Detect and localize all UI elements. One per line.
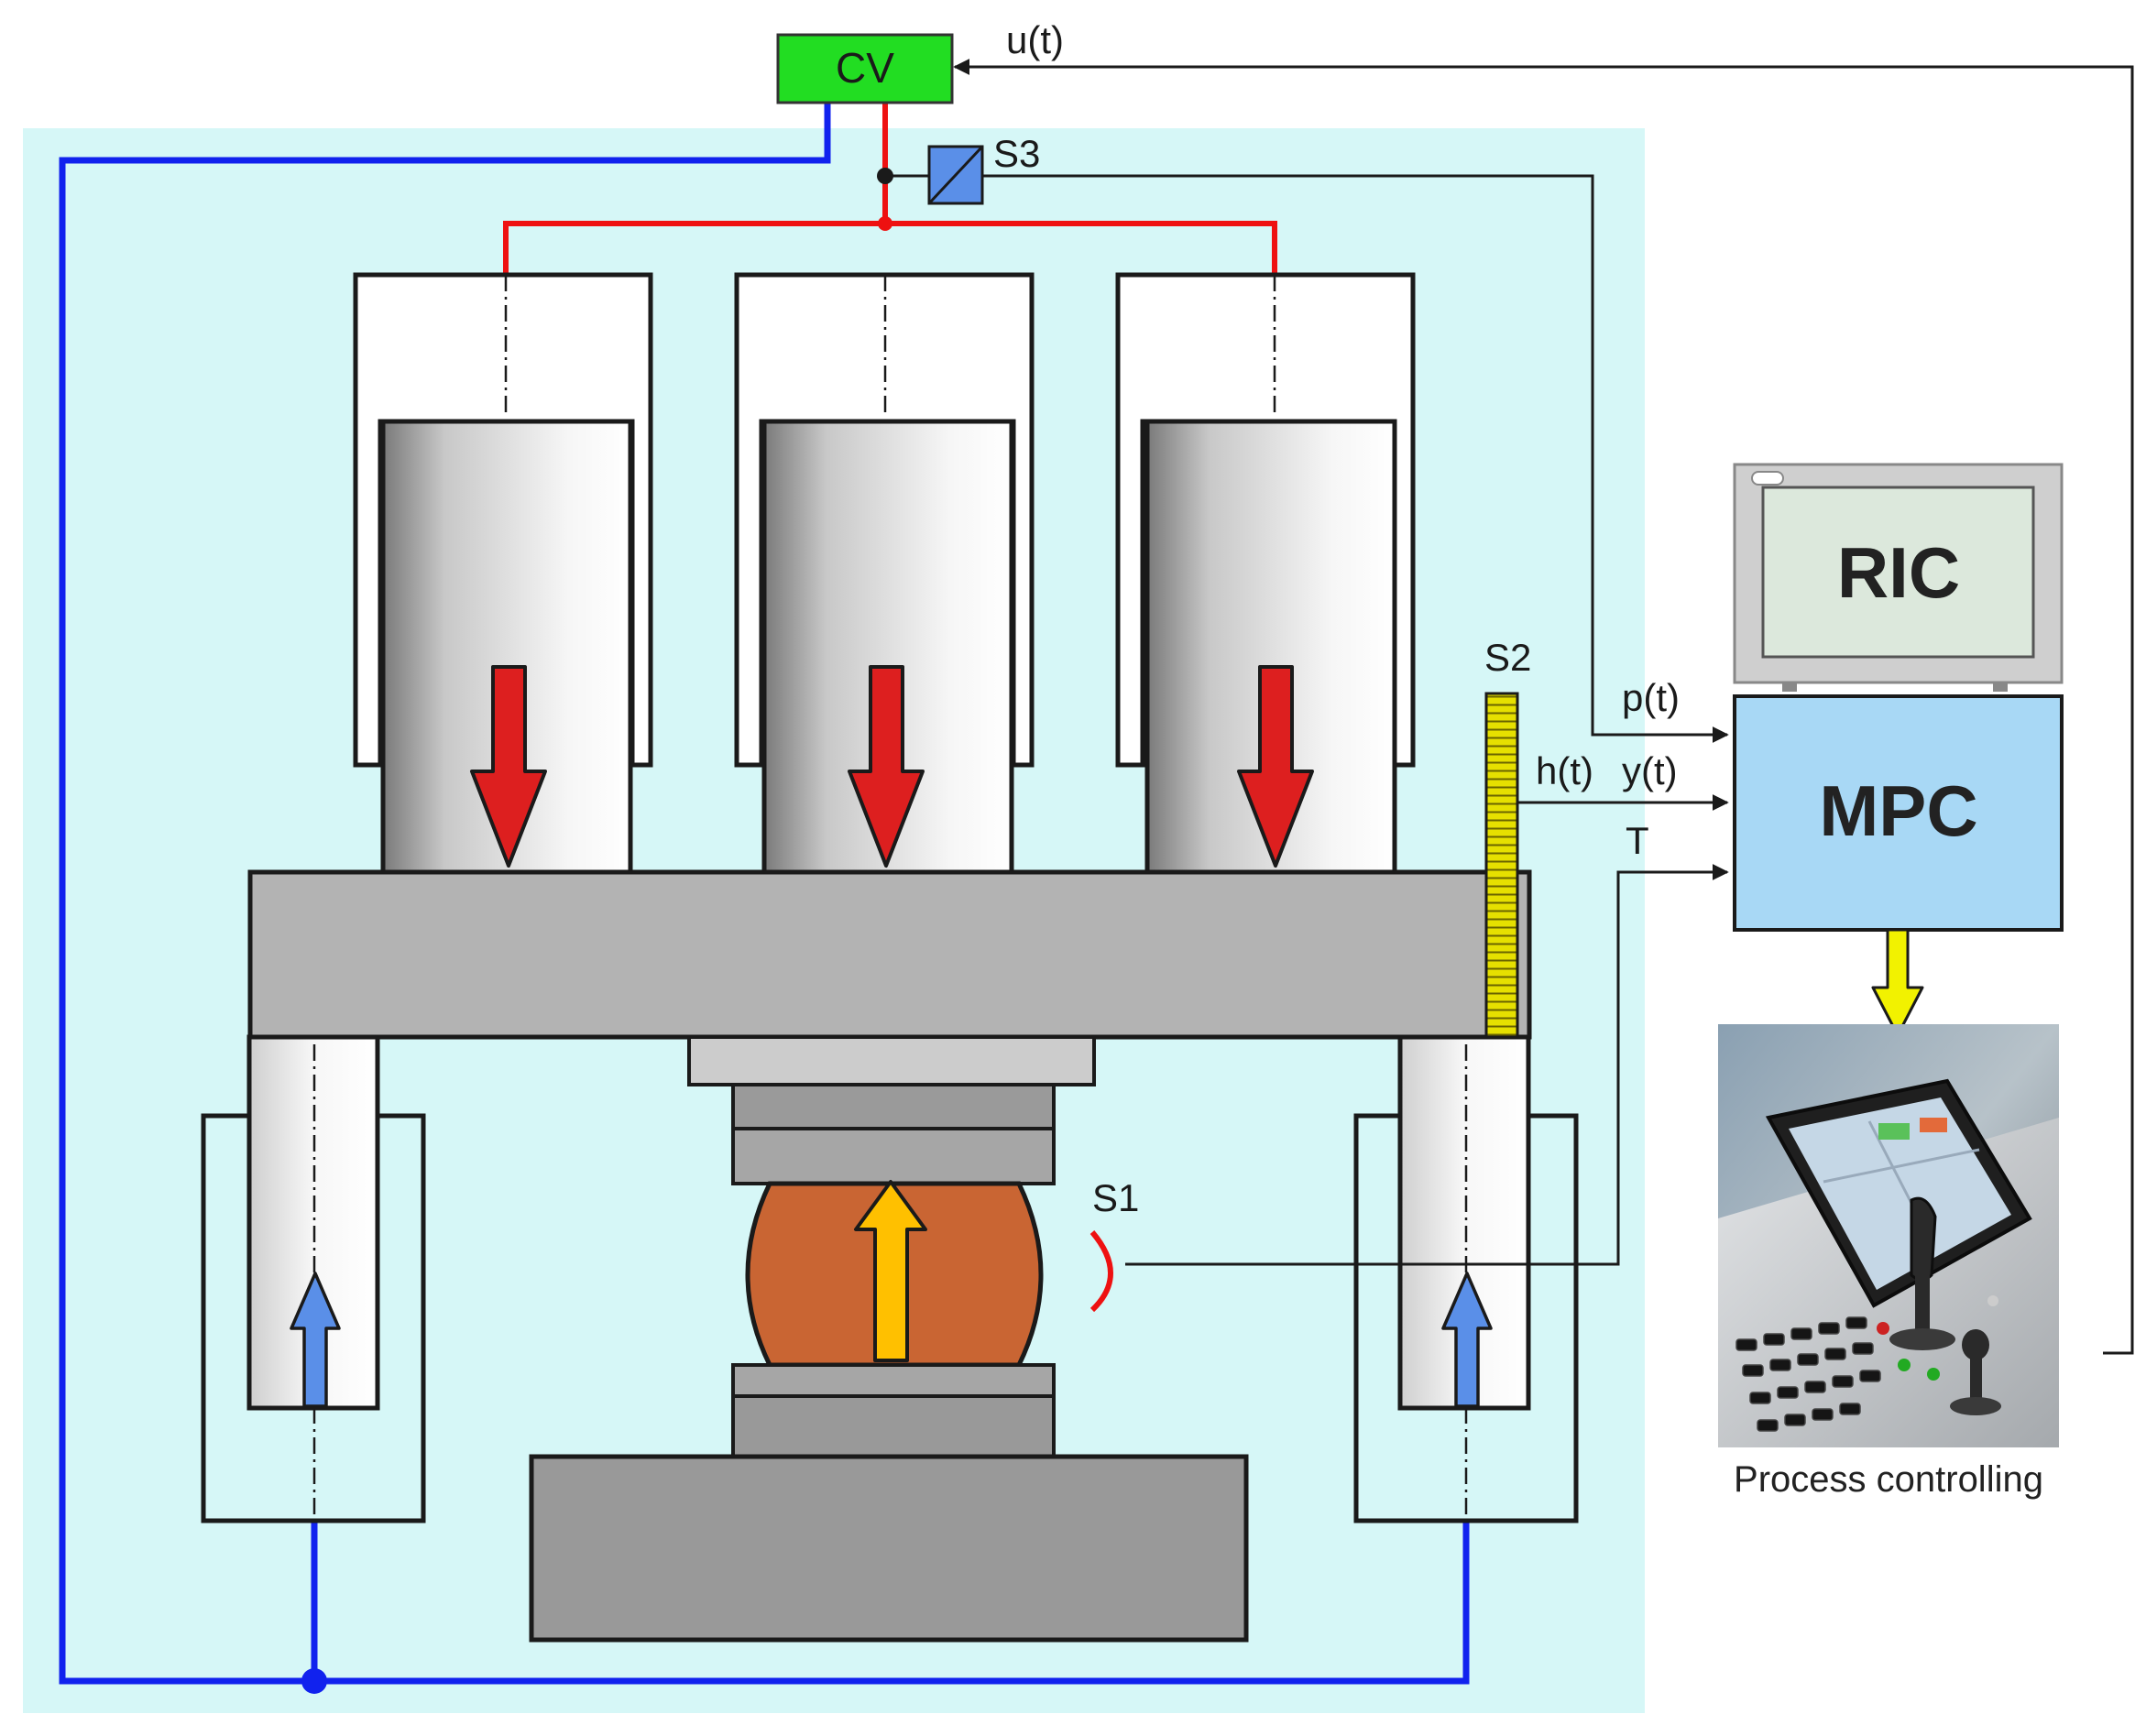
upper-die-block (731, 1083, 1056, 1130)
forming-force-up-arrow (854, 1180, 927, 1362)
signal-h-label: h(t) (1536, 749, 1593, 792)
signal-u-line (953, 59, 2134, 1355)
ric-label: RIC (1837, 532, 1960, 613)
signal-y-label: y(t) (1622, 749, 1678, 792)
control-valve (776, 33, 954, 104)
s3-label: S3 (993, 132, 1040, 175)
pressure-sensor-icon (927, 145, 984, 205)
ric-screen (1761, 486, 2035, 659)
upper-cylinder-left (353, 272, 653, 875)
upper-die-face (731, 1127, 1056, 1185)
s1-label: S1 (1092, 1176, 1139, 1219)
supply-junction (878, 216, 892, 231)
mpc-output-arrow (1871, 928, 1924, 1037)
control-panel-joystick-icon (1718, 1024, 2059, 1447)
return-up-arrow-right (1441, 1272, 1493, 1408)
ric-monitor: RIC (1733, 463, 2064, 692)
signal-t-line (1125, 864, 1729, 1266)
signal-p-label: p(t) (1622, 676, 1680, 719)
return-cylinder-right (1353, 1034, 1579, 1523)
return-line-junction (301, 1668, 327, 1694)
return-cylinder-left (201, 1034, 426, 1523)
temperature-sensor-icon (1089, 1230, 1113, 1313)
control-valve-label: CV (836, 44, 894, 92)
upper-cylinder-right (1115, 272, 1416, 875)
process-controlling-caption: Process controlling (1734, 1459, 2043, 1500)
lower-die-face (731, 1363, 1056, 1398)
s2-label: S2 (1484, 636, 1531, 679)
press-bed (529, 1454, 1249, 1643)
position-scale-icon (1484, 692, 1519, 1039)
force-down-arrow-left (470, 665, 547, 868)
force-down-arrow-center (848, 665, 925, 868)
upper-die-plate (687, 1035, 1096, 1086)
mpc-label: MPC (1819, 770, 1977, 851)
signal-p-line (982, 174, 1729, 743)
force-down-arrow-right (1237, 665, 1314, 868)
crosshead-beam (247, 869, 1532, 1040)
lower-die-block (731, 1394, 1056, 1458)
return-line (59, 104, 1470, 1685)
s3-tap-point (877, 168, 893, 184)
signal-u-label: u(t) (1006, 18, 1064, 61)
mpc-controller (1733, 694, 2064, 932)
upper-cylinder-center (734, 272, 1035, 875)
ric-monitor-led (1751, 471, 1784, 486)
signal-t-label: T (1626, 819, 1649, 862)
return-up-arrow-left (290, 1272, 341, 1408)
